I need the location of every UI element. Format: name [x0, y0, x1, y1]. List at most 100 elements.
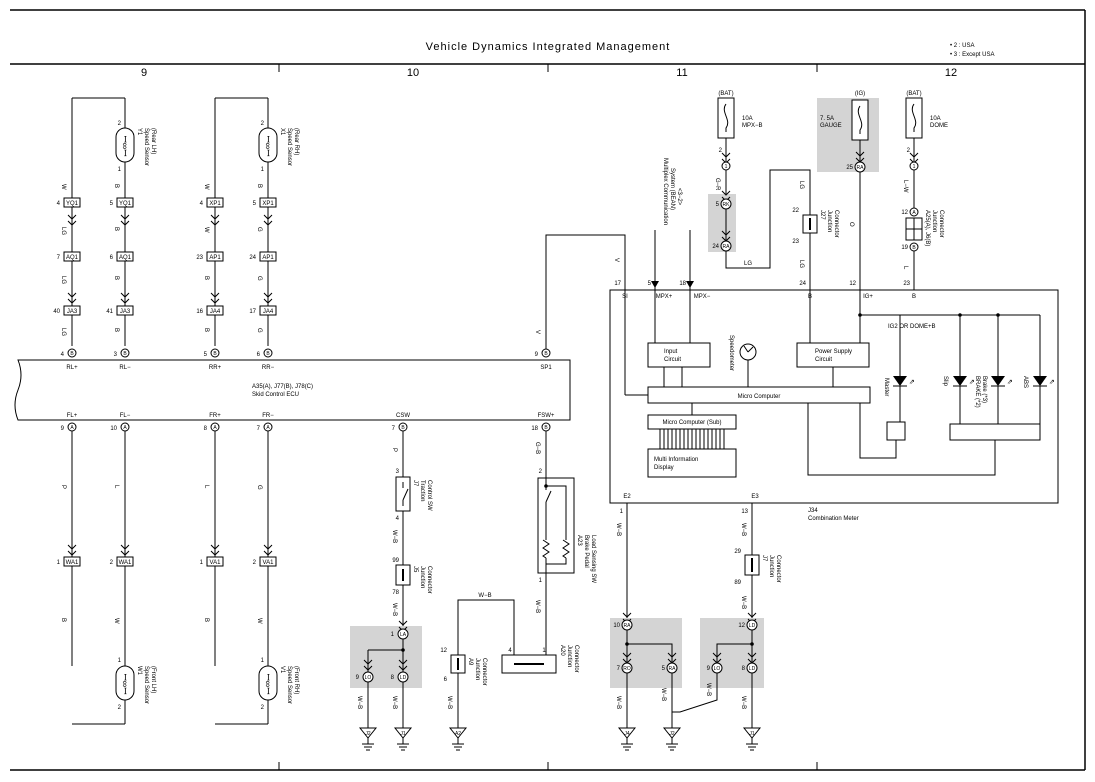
svg-text:1: 1	[620, 509, 624, 515]
svg-text:IG+: IG+	[863, 294, 873, 300]
svg-text:5: 5	[110, 201, 114, 207]
svg-text:J2: J2	[669, 731, 675, 737]
svg-text:W−B: W−B	[391, 696, 397, 709]
svg-text:YQ1: YQ1	[66, 201, 79, 207]
svg-text:Speedometer: Speedometer	[728, 335, 734, 371]
svg-text:LG: LG	[798, 260, 804, 268]
svg-text:J27: J27	[819, 210, 825, 220]
svg-text:Connector: Connector	[833, 210, 839, 238]
svg-text:1: 1	[539, 578, 543, 584]
svg-text:L−W: L−W	[902, 180, 908, 193]
svg-text:Multiplex Communication: Multiplex Communication	[662, 158, 668, 225]
svg-text:O: O	[848, 222, 854, 227]
svg-text:FL+: FL+	[67, 413, 78, 419]
svg-text:2: 2	[719, 148, 723, 154]
svg-text:B: B	[256, 184, 262, 188]
svg-text:B: B	[113, 328, 119, 332]
svg-text:8: 8	[391, 675, 395, 681]
svg-text:X1: X1	[279, 128, 285, 136]
sensor-coil-icon: ꟷ∞ꟷ	[263, 135, 273, 156]
svg-text:G: G	[256, 328, 262, 333]
svg-text:A9: A9	[467, 658, 473, 666]
svg-text:LO: LO	[365, 675, 372, 681]
svg-text:2: 2	[261, 705, 265, 711]
traction-sw-circuit: P 3 4 J7 Traction Control SW W−B 99 78 J…	[350, 431, 432, 751]
svg-text:B: B	[266, 351, 270, 357]
svg-text:12: 12	[440, 648, 447, 654]
sensor-v1: ꟷ∞ꟷ 1 2 V1 Speed Sensor (Front RH)	[258, 658, 299, 711]
svg-text:FR+: FR+	[209, 413, 221, 419]
svg-text:Speed Sensor: Speed Sensor	[143, 128, 149, 166]
diagram-title: Vehicle Dynamics Integrated Management	[426, 41, 671, 53]
svg-text:W−B: W−B	[740, 596, 746, 609]
light-rays-icon: ⇗	[909, 379, 915, 386]
svg-text:W−B: W−B	[356, 696, 362, 709]
svg-text:B: B	[203, 276, 209, 280]
svg-text:2: 2	[118, 121, 122, 127]
svg-text:2: 2	[253, 560, 257, 566]
svg-text:Multi Information: Multi Information	[654, 457, 698, 463]
svg-text:40: 40	[53, 309, 60, 315]
svg-text:P: P	[391, 448, 397, 452]
svg-text:V: V	[613, 258, 619, 262]
svg-text:22: 22	[792, 208, 799, 214]
svg-text:Junction: Junction	[768, 555, 774, 577]
svg-text:Combination Meter: Combination Meter	[808, 516, 859, 522]
svg-text:Master: Master	[883, 378, 889, 396]
svg-text:2: 2	[118, 705, 122, 711]
svg-text:7: 7	[57, 255, 61, 261]
svg-text:V1: V1	[279, 666, 285, 674]
svg-text:B: B	[401, 425, 405, 431]
svg-text:(BAT): (BAT)	[906, 91, 921, 97]
svg-text:DOME: DOME	[930, 123, 948, 129]
svg-text:RA: RA	[857, 165, 865, 171]
svg-text:17: 17	[614, 281, 621, 287]
svg-text:MPX−: MPX−	[694, 294, 711, 300]
svg-text:Connector: Connector	[938, 210, 944, 238]
svg-text:7: 7	[257, 426, 261, 432]
svg-text:2: 2	[110, 560, 114, 566]
svg-text:A: A	[213, 425, 217, 431]
svg-text:Junction: Junction	[826, 210, 832, 232]
svg-text:AQ1: AQ1	[66, 255, 79, 261]
sensor-coil-icon: ꟷ∞ꟷ	[120, 673, 130, 694]
svg-text:W−B: W−B	[615, 523, 621, 536]
svg-text:5: 5	[716, 202, 720, 208]
fuse-gauge: (IG) 7. 5A GAUGE RA 25 O 12	[817, 91, 879, 290]
svg-text:13: 13	[741, 509, 748, 515]
svg-text:17: 17	[249, 309, 256, 315]
svg-text:6: 6	[444, 677, 448, 683]
svg-text:B: B	[113, 276, 119, 280]
svg-text:(BAT): (BAT)	[718, 91, 733, 97]
svg-text:A25(A), J6(B): A25(A), J6(B)	[924, 210, 930, 246]
svg-text:78: 78	[392, 590, 399, 596]
svg-text:1: 1	[391, 632, 395, 638]
svg-text:WA1: WA1	[66, 560, 79, 566]
svg-text:1: 1	[57, 560, 61, 566]
svg-text:XP1: XP1	[262, 201, 274, 207]
svg-text:5: 5	[662, 666, 666, 672]
svg-text:(Front RH): (Front RH)	[293, 666, 299, 694]
svg-text:5: 5	[253, 201, 257, 207]
rear-wire-colors: W B W B LG B W G LG B B G LG B B G	[60, 184, 262, 336]
svg-text:B: B	[113, 184, 119, 188]
svg-text:J1: J1	[749, 731, 755, 737]
svg-text:2: 2	[539, 469, 543, 475]
svg-text:J34: J34	[808, 508, 818, 514]
svg-text:(IG): (IG)	[855, 91, 865, 97]
svg-text:FSW+: FSW+	[538, 413, 555, 419]
svg-text:JA4: JA4	[263, 309, 274, 315]
svg-text:Junction: Junction	[419, 566, 425, 588]
svg-text:B: B	[203, 328, 209, 332]
svg-text:LG: LG	[798, 181, 804, 189]
svg-text:19: 19	[901, 245, 908, 251]
sensor-y1: ꟷ∞ꟷ 2 1 Y1 Speed Sensor (Rear LH)	[72, 97, 156, 196]
svg-text:A23: A23	[576, 535, 582, 546]
svg-text:LD: LD	[749, 623, 756, 629]
front-wires	[71, 431, 269, 725]
svg-text:2: 2	[261, 121, 265, 127]
svg-text:RL+: RL+	[66, 365, 78, 371]
svg-text:J4: J4	[624, 731, 630, 737]
svg-text:AP1: AP1	[262, 255, 274, 261]
svg-text:Speed Sensor: Speed Sensor	[286, 128, 292, 166]
